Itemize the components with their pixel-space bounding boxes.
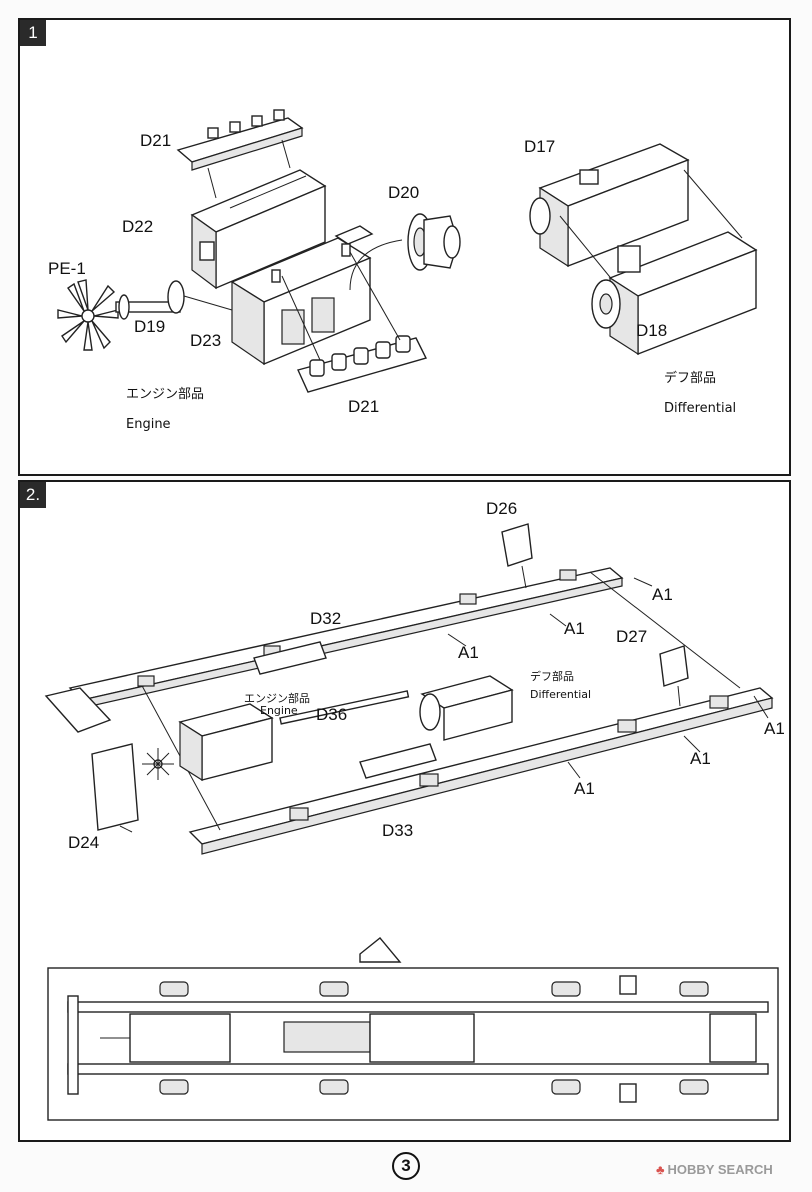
watermark: ♣HOBBY SEARCH xyxy=(656,1162,773,1177)
step-1-panel: 1 xyxy=(18,18,791,476)
part-d36-drawing xyxy=(279,690,410,725)
label-d26: D26 xyxy=(486,499,517,518)
label-diff-en: Differential xyxy=(664,401,736,416)
page-number: 3 xyxy=(392,1152,420,1180)
label-a1-c: A1 xyxy=(458,643,479,662)
step-2-panel: 2. xyxy=(18,480,791,1142)
part-d33-drawing xyxy=(359,743,437,779)
label-d20: D20 xyxy=(388,183,419,202)
label-d21-top: D21 xyxy=(140,131,171,150)
part-d26-drawing xyxy=(501,523,533,567)
label-a1-a: A1 xyxy=(652,585,673,604)
label-d32: D32 xyxy=(310,609,341,628)
label-a1-f: A1 xyxy=(574,779,595,798)
part-d20-drawing xyxy=(407,213,461,271)
label-d33: D33 xyxy=(382,821,413,840)
label-d18: D18 xyxy=(636,321,667,340)
label-engine-en: Engine xyxy=(126,417,171,432)
part-d17-drawing xyxy=(529,143,690,268)
label-engine-en-2: Engine xyxy=(260,704,298,717)
watermark-text: HOBBY SEARCH xyxy=(667,1162,773,1177)
label-engine-jp-2: エンジン部品 xyxy=(244,691,310,705)
watermark-logo-icon: ♣ xyxy=(656,1162,665,1177)
engine-fan-drawing xyxy=(142,748,174,780)
label-a1-b: A1 xyxy=(564,619,585,638)
differential-drawing xyxy=(419,675,514,741)
label-a1-e: A1 xyxy=(690,749,711,768)
label-d36: D36 xyxy=(316,705,347,724)
label-diff-jp-2: デフ部品 xyxy=(530,669,574,683)
label-d24: D24 xyxy=(68,833,99,852)
label-a1-d: A1 xyxy=(764,719,785,738)
part-d18-drawing xyxy=(591,231,758,356)
label-d21-bottom: D21 xyxy=(348,397,379,416)
part-d21-top-drawing xyxy=(176,109,304,171)
part-d21-bottom-drawing xyxy=(297,335,428,393)
label-engine-jp: エンジン部品 xyxy=(126,387,204,402)
label-d27: D27 xyxy=(616,627,647,646)
engine-assembly-drawing xyxy=(178,703,274,782)
part-d22-drawing xyxy=(190,169,327,290)
step-1-number: 1 xyxy=(20,20,46,46)
step-2-number: 2. xyxy=(20,482,46,508)
label-d22: D22 xyxy=(122,217,153,236)
label-diff-jp: デフ部品 xyxy=(664,370,716,386)
part-d19-drawing xyxy=(115,280,185,320)
part-d32-drawing xyxy=(253,641,327,675)
chassis-frame-drawing xyxy=(44,567,774,855)
wheel-mounts-drawing xyxy=(137,569,729,821)
label-pe1: PE-1 xyxy=(48,259,86,278)
label-d19: D19 xyxy=(134,317,165,336)
step-1-drawing: D21 D22 D20 PE-1 D19 D23 D21 D17 D18 エンジ… xyxy=(48,109,758,432)
step-2-drawing: D26 A1 A1 A1 D32 D27 A1 A1 A1 D36 D33 D2… xyxy=(44,499,785,1121)
label-diff-en-2: Differential xyxy=(530,688,591,701)
bottom-view-inset xyxy=(47,937,779,1121)
part-pe1-fan-drawing xyxy=(57,279,119,351)
label-d17: D17 xyxy=(524,137,555,156)
part-d24-drawing xyxy=(91,743,139,831)
label-d23: D23 xyxy=(190,331,221,350)
part-d27-drawing xyxy=(659,645,689,687)
part-d23-drawing xyxy=(230,225,374,366)
